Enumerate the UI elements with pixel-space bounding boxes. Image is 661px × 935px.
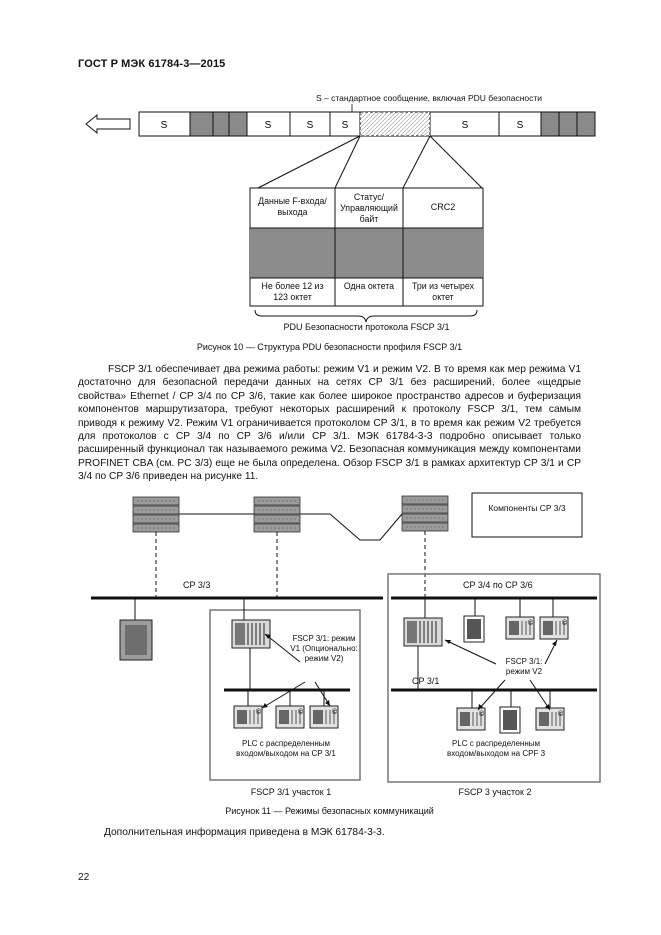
table-col1-header: Данные F-входа/ выхода <box>258 196 327 217</box>
page-number: 22 <box>78 872 90 883</box>
frame-cell-s: S <box>517 120 524 131</box>
table-col3-header: CRC2 <box>430 202 456 212</box>
frame-legend-note: S – стандартное сообщение, включая PDU б… <box>316 93 543 103</box>
section-1-label: FSCP 3/1 участок 1 <box>250 787 332 797</box>
router-icon <box>401 495 449 532</box>
section-2-label: FSCP 3 участок 2 <box>458 787 532 797</box>
plc-icon <box>403 617 443 647</box>
safety-pdu-block <box>359 111 431 137</box>
io-module-icon <box>505 616 535 640</box>
table-col1-size: Не более 12 из 123 октет <box>261 281 324 302</box>
router-icon <box>132 496 180 533</box>
io-module-icon <box>233 705 263 729</box>
frame-cell-s: S <box>462 120 469 131</box>
plc-right-label: PLC с распределенным входом/выходом на C… <box>446 739 546 758</box>
cp34-label: CP 3/4 по CP 3/6 <box>463 580 533 590</box>
plc-icon <box>231 619 271 649</box>
table-col2-size: Одна октета <box>343 281 395 291</box>
frame-cell-s: S <box>265 120 272 131</box>
frame-cell-s: S <box>161 120 168 131</box>
body-paragraph: FSCP 3/1 обеспечивает два режима работы:… <box>78 364 581 483</box>
plc-left-label: PLC с распределенным входом/выходом на C… <box>236 739 336 758</box>
router-icon <box>253 496 301 533</box>
components-box-label: Компоненты CP 3/3 <box>488 503 566 513</box>
io-module-icon <box>535 707 565 731</box>
fscp-v2-label: FSCP 3/1: режим V2 <box>505 657 543 676</box>
document-header: ГОСТ Р МЭК 61784-3—2015 <box>78 58 226 70</box>
section-1-box <box>209 609 361 781</box>
io-module-icon <box>309 705 339 729</box>
extra-info: Дополнительная информация приведена в МЭ… <box>104 827 385 838</box>
io-module-icon <box>539 616 569 640</box>
components-box <box>471 492 583 538</box>
pdu-brace <box>254 309 478 323</box>
frame-cell-s: S <box>342 120 349 131</box>
table-col3-size: Три из четырех октет <box>411 281 475 302</box>
figure-11-caption: Рисунок 11 — Режимы безопасных коммуника… <box>225 806 434 816</box>
frame-cell-s: S <box>307 120 314 131</box>
figure-10-diagram: S S S S S S <box>85 104 596 323</box>
fscp-v1-label: FSCP 3/1: режим V1 (Опционально: режим V… <box>290 634 358 663</box>
cp33-label: CP 3/3 <box>183 580 211 590</box>
direction-arrow-icon <box>85 113 131 135</box>
device-icon <box>499 706 521 734</box>
section-2-box <box>387 573 601 783</box>
table-col2-header: Статус/ Управляющий байт <box>340 192 398 224</box>
io-module-icon <box>456 707 486 731</box>
figure-10-caption: Рисунок 10 — Структура PDU безопасности … <box>196 342 463 352</box>
pdu-brace-label: PDU Безопасности протокола FSCP 3/1 <box>283 322 450 332</box>
cp31-label: CP 3/1 <box>412 676 440 686</box>
io-module-icon <box>275 705 305 729</box>
figure-11-diagram: © <box>91 492 601 783</box>
device-icon <box>463 615 485 643</box>
